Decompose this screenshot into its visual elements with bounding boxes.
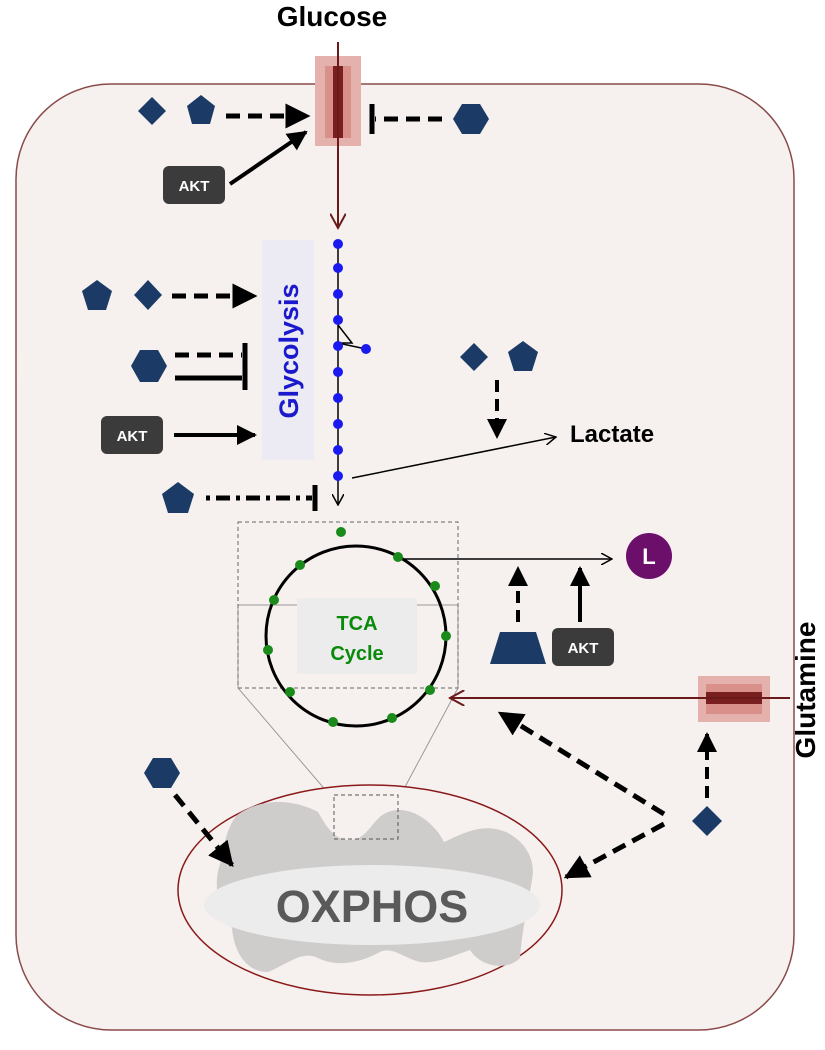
diamond-icon: [138, 97, 166, 125]
tca-dot: [328, 717, 338, 727]
glycolysis-dot: [333, 393, 343, 403]
glycolysis-dot: [333, 263, 343, 273]
tca-label-line2: Cycle: [330, 643, 383, 665]
tca-label-box: [297, 598, 417, 674]
tca-dot: [263, 645, 273, 655]
tca-label-line1: TCA: [336, 613, 377, 635]
akt-activation-arrow-top: [228, 130, 308, 186]
hexagon-icon: [131, 350, 167, 382]
oxphos-label: OXPHOS: [276, 881, 469, 932]
tca-dot: [393, 552, 403, 562]
tca-dot: [285, 687, 295, 697]
mitochondria-zoom-box: [333, 794, 399, 840]
pentagon-icon: [508, 341, 538, 371]
diamond-icon: [692, 806, 722, 836]
tca-dot: [295, 560, 305, 570]
tca-dot: [269, 595, 279, 605]
trapezoid-icon: [490, 632, 546, 664]
hexagon-icon: [453, 104, 489, 134]
pentagon-icon: [162, 482, 194, 513]
glycolysis-label-box: [262, 240, 314, 460]
glucose-label: Glucose: [277, 1, 387, 32]
glycolysis-dot: [333, 341, 343, 351]
tca-dot: [387, 713, 397, 723]
cell-membrane: [15, 83, 795, 1031]
glycolysis-dot: [333, 315, 343, 325]
diamond-icon: [460, 343, 488, 371]
tca-dot: [425, 685, 435, 695]
akt-glycolysis-label: AKT: [117, 428, 148, 445]
tca-dot: [430, 581, 440, 591]
lactate-label: Lactate: [570, 421, 654, 448]
l-badge: [626, 533, 672, 579]
glutamine-label: Glutamine: [790, 622, 821, 759]
tca-zoom-box: [237, 521, 459, 689]
oxphos-ellipse: [204, 865, 540, 945]
glycolysis-dot: [333, 239, 343, 249]
lactate-arrow: [351, 437, 556, 479]
glycolysis-branch: [337, 324, 354, 344]
tca-dot: [336, 527, 346, 537]
akt-tca-label: AKT: [568, 640, 599, 657]
glycolysis-dot: [333, 367, 343, 377]
pentagon-icon: [82, 280, 112, 310]
akt-box-top: [163, 166, 225, 204]
akt-box-glycolysis: [101, 416, 163, 454]
activation-arrow-glutaminolysis: [497, 710, 666, 817]
activation-arrow-oxphos-right: [563, 821, 666, 880]
activation-arrow-oxphos-left: [173, 793, 234, 867]
diamond-icon: [134, 280, 162, 310]
pentagon-icon: [187, 95, 215, 124]
l-badge-label: L: [642, 544, 655, 569]
tca-dot: [441, 631, 451, 641]
glycolysis-dot: [333, 289, 343, 299]
glycolysis-label: Glycolysis: [274, 283, 304, 418]
akt-box-tca: [552, 628, 614, 666]
glycolysis-dot: [333, 419, 343, 429]
glycolysis-dot: [333, 471, 343, 481]
glycolysis-dot: [361, 344, 371, 354]
glycolysis-dot: [333, 445, 343, 455]
hexagon-icon: [144, 758, 180, 788]
glycolysis-intermediates: [333, 239, 371, 481]
tca-intermediates: [263, 527, 451, 727]
akt-top-label: AKT: [179, 178, 210, 195]
